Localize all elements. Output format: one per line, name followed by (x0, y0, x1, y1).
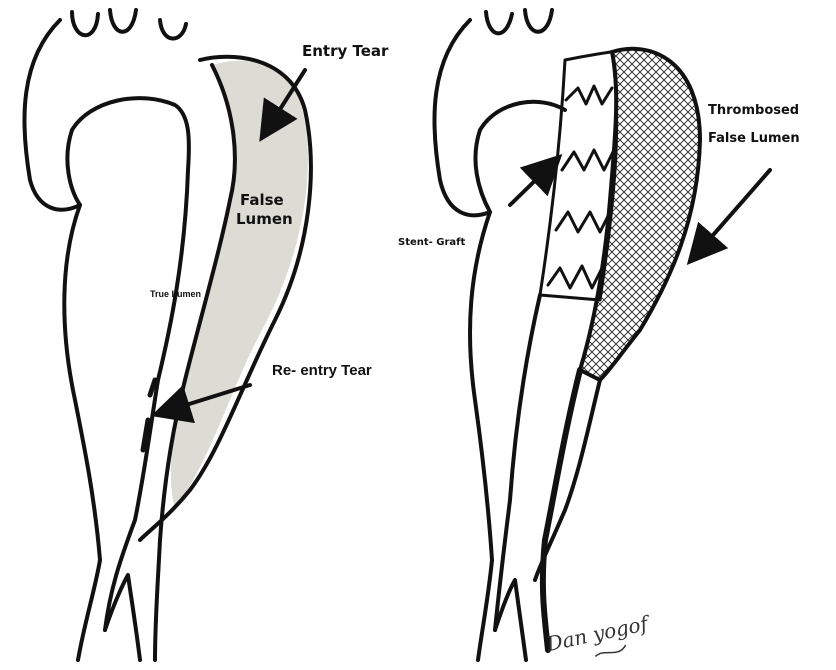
left-branch-2 (110, 10, 136, 32)
false-lumen-region (171, 61, 308, 510)
thrombosed-label-line2: False Lumen (708, 131, 800, 146)
entry-tear-label: Entry Tear (302, 42, 389, 60)
right-branch-1 (486, 12, 512, 33)
stent-graft-label: Stent- Graft (398, 237, 466, 248)
right-outer-wall (434, 20, 565, 215)
stent-graft-arrow (510, 168, 548, 205)
left-aorta-dissection (24, 10, 310, 660)
stent-zigzag-3 (556, 212, 610, 232)
stent-zigzag-1 (566, 86, 612, 104)
true-lumen-label: True Lumen (150, 289, 201, 299)
thrombosed-label-line1: Thrombosed (708, 103, 799, 118)
stent-zigzag-2 (562, 150, 614, 170)
left-branch-3 (160, 20, 186, 39)
false-lumen-label-line1: False (240, 191, 284, 209)
stent-zigzag-4 (548, 266, 602, 288)
thrombosed-arrow (700, 170, 770, 250)
false-lumen-label-line2: Lumen (236, 210, 293, 228)
signature-text: Dan yogof (543, 611, 653, 657)
left-branch-1 (72, 12, 98, 35)
right-branch-2 (525, 10, 552, 32)
right-ascending (470, 212, 492, 560)
signature: Dan yogof (543, 611, 655, 667)
left-ascending (64, 205, 100, 560)
right-lower-wall (543, 370, 580, 650)
reentry-tear-label: Re- entry Tear (272, 362, 372, 379)
left-bifurcation (78, 540, 160, 660)
left-outer-wall (24, 20, 188, 630)
